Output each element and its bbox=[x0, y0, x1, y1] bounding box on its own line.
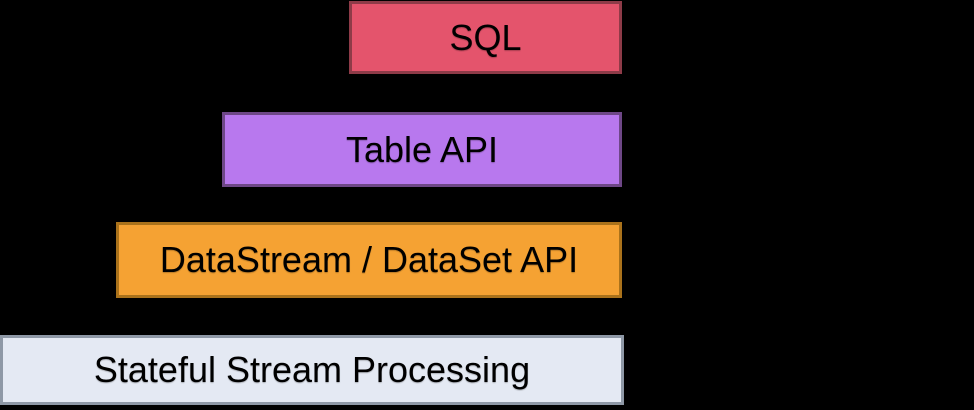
layer-datastream-dataset-api: DataStream / DataSet API bbox=[116, 222, 622, 298]
layer-sql: SQL bbox=[349, 1, 622, 74]
layer-datastream-dataset-api-label: DataStream / DataSet API bbox=[159, 239, 579, 280]
layer-table-api: Table API bbox=[222, 112, 622, 187]
layer-sql-label: SQL bbox=[449, 16, 522, 58]
layer-stateful-stream-processing: Stateful Stream Processing bbox=[0, 335, 624, 405]
layer-table-api-label: Table API bbox=[345, 128, 499, 170]
layer-stateful-stream-processing-label: Stateful Stream Processing bbox=[93, 349, 531, 390]
